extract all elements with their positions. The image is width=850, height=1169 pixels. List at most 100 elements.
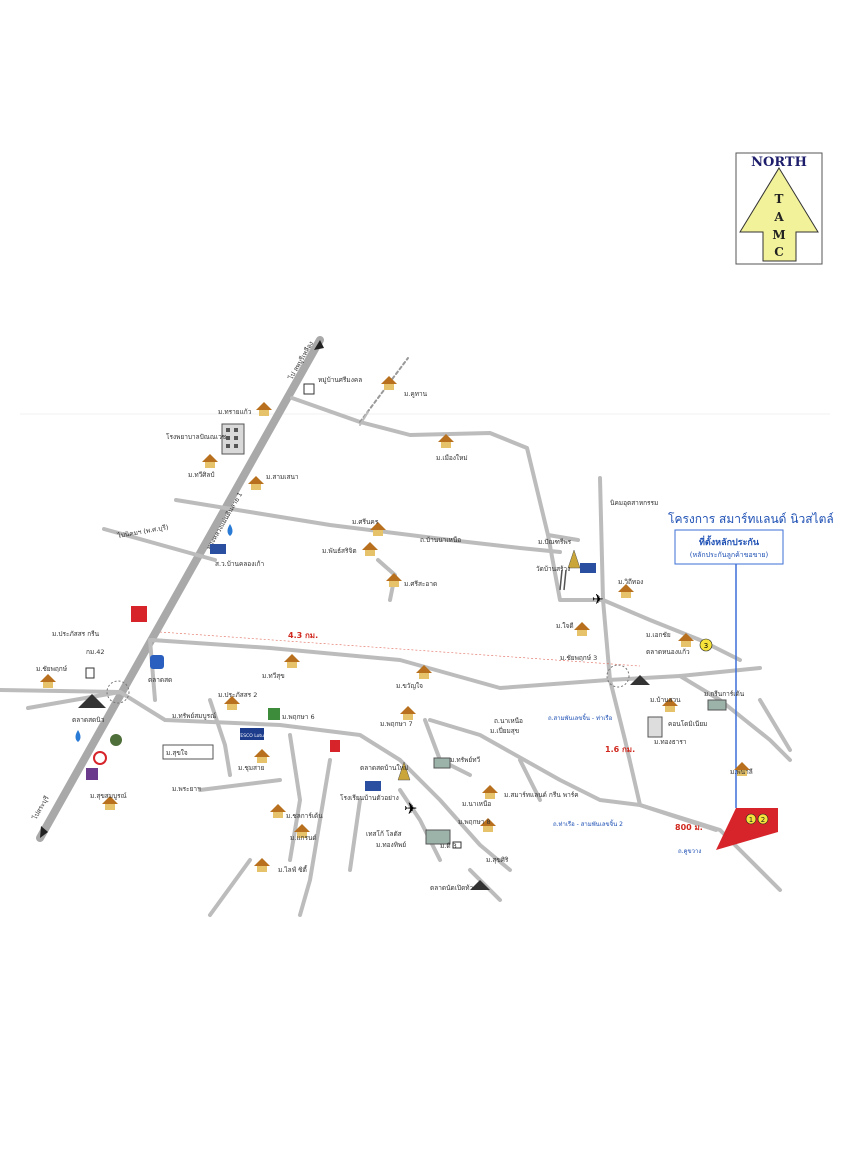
label: เทสโก้ โลตัส bbox=[366, 830, 402, 838]
label: ม.สุขสมบูรณ์ bbox=[90, 792, 127, 800]
house-icon bbox=[482, 785, 498, 799]
label: ม.ศรีสะอาด bbox=[404, 580, 437, 588]
label: ม.ชลการ์เด้น bbox=[286, 812, 323, 820]
house-icon bbox=[294, 824, 310, 838]
box-icon bbox=[303, 383, 315, 395]
toll-2-icon bbox=[452, 841, 462, 849]
road-network bbox=[0, 336, 792, 917]
label: วัดบ้านสร้าง bbox=[536, 565, 570, 573]
house-icon bbox=[400, 706, 416, 720]
label: ม.นาเหนือ bbox=[462, 800, 491, 808]
house-icon bbox=[256, 402, 272, 416]
label: คอนโดมิเนียม bbox=[668, 720, 707, 728]
label: ถ.นาเหนือ bbox=[494, 717, 523, 725]
house-icon bbox=[416, 665, 432, 679]
house-icon bbox=[438, 434, 454, 448]
label: ม.คูทาน bbox=[404, 390, 428, 398]
arrow-down-icon bbox=[40, 826, 48, 838]
label: ตลาดหนองแก้ว bbox=[646, 648, 690, 656]
label: ม.ขวัญใจ bbox=[396, 682, 423, 690]
label: ม.ทรัพย์ทวี bbox=[450, 756, 481, 764]
highway-label: ทางหลวงแผ่นดินสาย 1 bbox=[205, 491, 244, 551]
label: ม.เมืองใหม่ bbox=[436, 454, 468, 462]
label: ม.สมาร์ทแลนด์ กรีน พาร์ค bbox=[504, 791, 579, 799]
house-icon bbox=[270, 804, 286, 818]
logo-purple-icon bbox=[86, 768, 98, 780]
house-icon bbox=[254, 749, 270, 763]
label: ม.สามเสนา bbox=[266, 473, 299, 481]
label: ม.เปี่ยมสุข bbox=[490, 726, 519, 735]
place-labels: หมู่บ้านศรีมงคล ม.คูทาน ม.ทรายแก้ว โรงพย… bbox=[36, 376, 753, 892]
label: ม.พนาลี bbox=[730, 768, 753, 776]
label: ม.ไลฟ์ ซิตี้ bbox=[278, 865, 308, 874]
house-icon bbox=[362, 542, 378, 556]
north-word: NORTH bbox=[751, 155, 807, 170]
arrow-up-icon bbox=[314, 340, 324, 350]
label: ตลาดสด bbox=[148, 676, 172, 684]
shop-row-icon bbox=[162, 744, 214, 760]
location-title: ที่ตั้งหลักประกัน bbox=[699, 535, 760, 548]
bank-logo-icon bbox=[131, 606, 147, 622]
label: ม.เอกชัย bbox=[646, 631, 671, 639]
label: ส.ว.บ้านคลองเก้า bbox=[215, 560, 265, 568]
house-icon bbox=[480, 818, 496, 832]
north-letter-a: A bbox=[773, 210, 784, 224]
house-icon bbox=[618, 584, 634, 598]
location-box bbox=[674, 529, 784, 565]
label: ม.ใจดี bbox=[556, 622, 574, 630]
circle-3-marker bbox=[699, 638, 713, 652]
tesco-lotus-text: TESCO Lotus bbox=[237, 733, 267, 739]
road-second bbox=[174, 498, 562, 554]
label: ม.พฤกษา 7 bbox=[380, 720, 413, 728]
blue-label-3: ถ.คูขวาง bbox=[678, 848, 701, 855]
label: ม.ชุมสาย bbox=[238, 764, 265, 772]
flag-3-icon bbox=[365, 781, 381, 791]
distance-4-3-km: 4.3 กม. bbox=[288, 631, 318, 640]
north-letter-c: C bbox=[774, 245, 784, 259]
label: ม.ทวีศิลป์ bbox=[188, 471, 215, 479]
hospital-building-icon bbox=[221, 423, 245, 455]
label: ม.พฤกษา 6 bbox=[282, 713, 315, 721]
blue-label-2: ถ.ท่าเรือ - สามพันเลขจิ้น 2 bbox=[553, 818, 623, 828]
label: ม.พระยาฯ bbox=[172, 785, 201, 793]
flag-icon bbox=[210, 544, 226, 554]
junction-2-icon: ✈ bbox=[404, 799, 417, 818]
label: ม.ดี 3 bbox=[440, 842, 457, 850]
label: กม.42 bbox=[86, 648, 105, 656]
label: ม.ประภัสสร 2 bbox=[218, 691, 257, 699]
label: ตลาดสดบ้านใหม่ bbox=[360, 764, 408, 772]
road-to-left: ไปนิคมฯ (พ.ศ.บุรี) bbox=[116, 523, 169, 540]
roundabout-right bbox=[606, 664, 630, 688]
circle-3-num: 3 bbox=[704, 642, 708, 650]
label: ม.ศรีนคร bbox=[352, 518, 379, 526]
label: ม.กรีนการ์เด้น bbox=[704, 690, 745, 698]
market-3-icon bbox=[470, 880, 490, 890]
north-letter-t: T bbox=[775, 192, 784, 206]
label: โรงเรียนบ้านตัวอย่าง bbox=[340, 794, 399, 802]
house-icon bbox=[662, 698, 678, 712]
distance-800-m: 800 ม. bbox=[675, 823, 703, 832]
target-marker: 1 2 bbox=[716, 808, 778, 850]
factory-2-icon bbox=[707, 699, 727, 711]
house-icons bbox=[40, 376, 750, 872]
logo-red-circle-icon bbox=[93, 751, 107, 765]
house-icon bbox=[678, 633, 694, 647]
blue-label-1: ถ.สามพันเลขจิ้น - ท่าเรือ bbox=[548, 712, 613, 722]
flag-2-icon bbox=[580, 563, 596, 573]
road-lower bbox=[26, 690, 512, 872]
temple-icon bbox=[567, 549, 581, 569]
tesco-lotus-icon bbox=[240, 728, 264, 740]
label: ถ.บ้านนาเหนือ bbox=[420, 536, 461, 544]
factory-3-icon bbox=[433, 757, 451, 769]
gas-station-icon bbox=[227, 524, 233, 536]
label: ม.พฤกษา 8 bbox=[458, 818, 491, 826]
label: ม.ทองธารา bbox=[654, 738, 687, 746]
house-icon bbox=[40, 674, 56, 688]
label: ม.วิถีทอง bbox=[618, 578, 643, 586]
logo-green-2-icon bbox=[268, 708, 280, 720]
label: ม.สุขใจ bbox=[166, 749, 188, 757]
label: ตลาดสดนิว bbox=[72, 716, 105, 724]
junction-icon: ✈ bbox=[592, 592, 604, 608]
north-letter-m: M bbox=[772, 228, 785, 242]
